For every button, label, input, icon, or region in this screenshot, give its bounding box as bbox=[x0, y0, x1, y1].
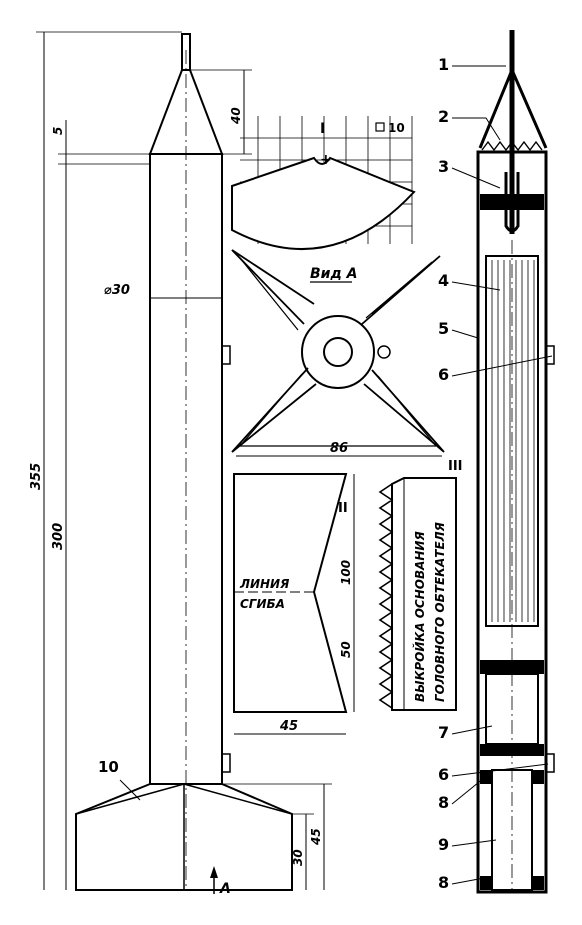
dim-5: 5 bbox=[51, 127, 65, 135]
engine-hole bbox=[323, 337, 353, 367]
roman-1: I bbox=[320, 121, 325, 137]
pattern-text-2: ГОЛОВНОГО ОБТЕКАТЕЛЯ bbox=[433, 522, 447, 702]
callout-3: 3 bbox=[438, 157, 449, 176]
grid-scale-square bbox=[375, 122, 385, 132]
dim-45-pattern: 45 bbox=[279, 719, 298, 734]
callout-4: 4 bbox=[438, 271, 449, 290]
roman-3: III bbox=[448, 459, 463, 474]
bulkhead-top bbox=[480, 194, 544, 210]
dim-30: 30 bbox=[291, 849, 305, 866]
view-arrow-label: А bbox=[219, 881, 231, 897]
dim-50: 50 bbox=[339, 641, 353, 658]
callout-1: 1 bbox=[438, 55, 449, 74]
view-a-title: Вид А bbox=[310, 266, 358, 282]
pattern-ii: ЛИНИЯ СГИБА II 100 50 45 bbox=[233, 473, 355, 735]
callout-6b: 6 bbox=[438, 765, 449, 784]
callout-leaders bbox=[451, 65, 553, 885]
fin-side-edge bbox=[183, 783, 293, 815]
callout-8b: 8 bbox=[438, 873, 449, 892]
dim-45: 45 bbox=[309, 828, 323, 846]
rocket-side-view: 10 А 355 300 5 40 ⌀30 30 45 bbox=[29, 31, 332, 897]
view-a: Вид А 86 bbox=[231, 249, 445, 457]
callout-6a: 6 bbox=[438, 365, 449, 384]
fold-pattern-shape bbox=[233, 473, 348, 713]
nose-pattern-grid: + I 10 bbox=[231, 116, 416, 250]
pattern-text-1: ВЫКРОЙКА ОСНОВАНИЯ bbox=[412, 531, 427, 702]
pattern-iii: III ВЫКРОЙКА ОСНОВАНИЯ ГОЛОВНОГО ОБТЕКАТ… bbox=[378, 459, 463, 711]
callout-5: 5 bbox=[438, 319, 449, 338]
callout-8a: 8 bbox=[438, 793, 449, 812]
hook bbox=[504, 172, 520, 233]
launch-lug-top bbox=[221, 345, 231, 365]
nose-cone-section bbox=[478, 69, 548, 149]
dim-300: 300 bbox=[51, 523, 66, 550]
callouts: 1 2 3 4 5 6 7 6 8 9 8 bbox=[438, 55, 449, 892]
view-arrow-head bbox=[210, 866, 218, 878]
fin-callout-10: 10 bbox=[98, 758, 119, 776]
nose-pattern-shape bbox=[231, 156, 416, 250]
rocket-section bbox=[476, 30, 555, 894]
callout-7: 7 bbox=[438, 723, 449, 742]
svg-text:+: + bbox=[320, 152, 332, 168]
launch-lug-bottom bbox=[221, 753, 231, 773]
grid-scale: 10 bbox=[388, 121, 405, 135]
fold-label-1: ЛИНИЯ bbox=[239, 577, 289, 591]
dim-40: 40 bbox=[229, 107, 243, 125]
serrated-edge bbox=[378, 483, 394, 709]
callout-9: 9 bbox=[438, 835, 449, 854]
pattern-iii-shape bbox=[391, 477, 457, 711]
dim-355: 355 bbox=[29, 463, 44, 490]
fold-label-2: СГИБА bbox=[240, 597, 285, 611]
fin-leader bbox=[119, 779, 141, 801]
dim-diameter: ⌀30 bbox=[104, 283, 130, 298]
lug-section bbox=[377, 345, 391, 359]
body-tube-section bbox=[301, 315, 375, 389]
callout-2: 2 bbox=[438, 107, 449, 126]
roman-2: II bbox=[338, 501, 348, 516]
fin-front-edge bbox=[75, 783, 185, 890]
dim-86: 86 bbox=[330, 441, 348, 456]
dim-100: 100 bbox=[339, 560, 353, 585]
